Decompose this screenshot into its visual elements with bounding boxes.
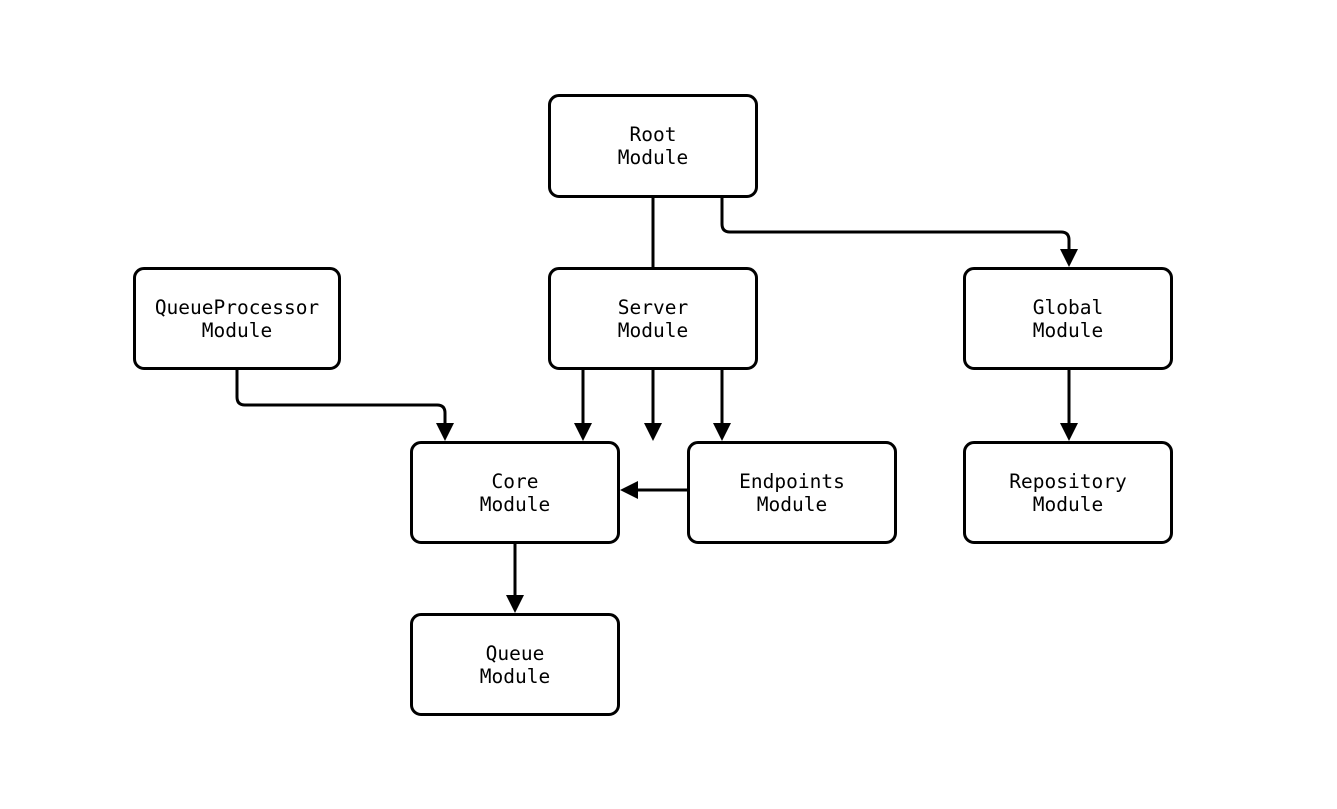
arrowhead-icon [1060, 423, 1078, 441]
edge-server-to-endpoints [713, 370, 731, 441]
node-queueprocessor-module-line2: Module [201, 318, 273, 342]
node-endpoints-module-line1: Endpoints [739, 469, 845, 493]
edge-core-to-queue [506, 544, 524, 613]
node-queue-module[interactable]: Queue Module [410, 613, 620, 716]
edge-server-to-core [574, 370, 592, 441]
edge-global-to-repository [1060, 370, 1078, 441]
node-queue-module-line2: Module [479, 664, 551, 688]
arrowhead-icon [1060, 249, 1078, 267]
node-server-module[interactable]: Server Module [548, 267, 758, 370]
node-queueprocessor-module[interactable]: QueueProcessor Module [133, 267, 341, 370]
arrowhead-icon [644, 423, 662, 441]
edge-queueprocessor-to-core [235, 370, 454, 441]
arrowhead-icon [506, 595, 524, 613]
node-global-module[interactable]: Global Module [963, 267, 1173, 370]
node-core-module[interactable]: Core Module [410, 441, 620, 544]
node-root-module-line1: Root [629, 123, 677, 146]
arrowhead-icon [713, 423, 731, 441]
node-queue-module-line1: Queue [485, 641, 545, 665]
node-root-module-line2: Module [617, 146, 689, 169]
arrowhead-icon [574, 423, 592, 441]
node-server-module-line1: Server [617, 295, 689, 319]
arrowhead-icon [436, 423, 454, 441]
arrowhead-icon [620, 481, 638, 499]
node-root-module[interactable]: Root Module [548, 94, 758, 198]
node-repository-module-line1: Repository [1009, 469, 1127, 493]
node-global-module-line1: Global [1032, 295, 1104, 319]
node-global-module-line2: Module [1032, 318, 1104, 342]
node-endpoints-module[interactable]: Endpoints Module [687, 441, 897, 544]
node-endpoints-module-line2: Module [756, 492, 828, 516]
edge-endpoints-to-core [620, 481, 687, 499]
node-server-module-line2: Module [617, 318, 689, 342]
node-core-module-line1: Core [491, 469, 539, 493]
node-repository-module-line2: Module [1032, 492, 1104, 516]
node-repository-module[interactable]: Repository Module [963, 441, 1173, 544]
node-core-module-line2: Module [479, 492, 551, 516]
node-queueprocessor-module-line1: QueueProcessor [154, 295, 320, 319]
edge-root-to-global [720, 198, 1078, 267]
